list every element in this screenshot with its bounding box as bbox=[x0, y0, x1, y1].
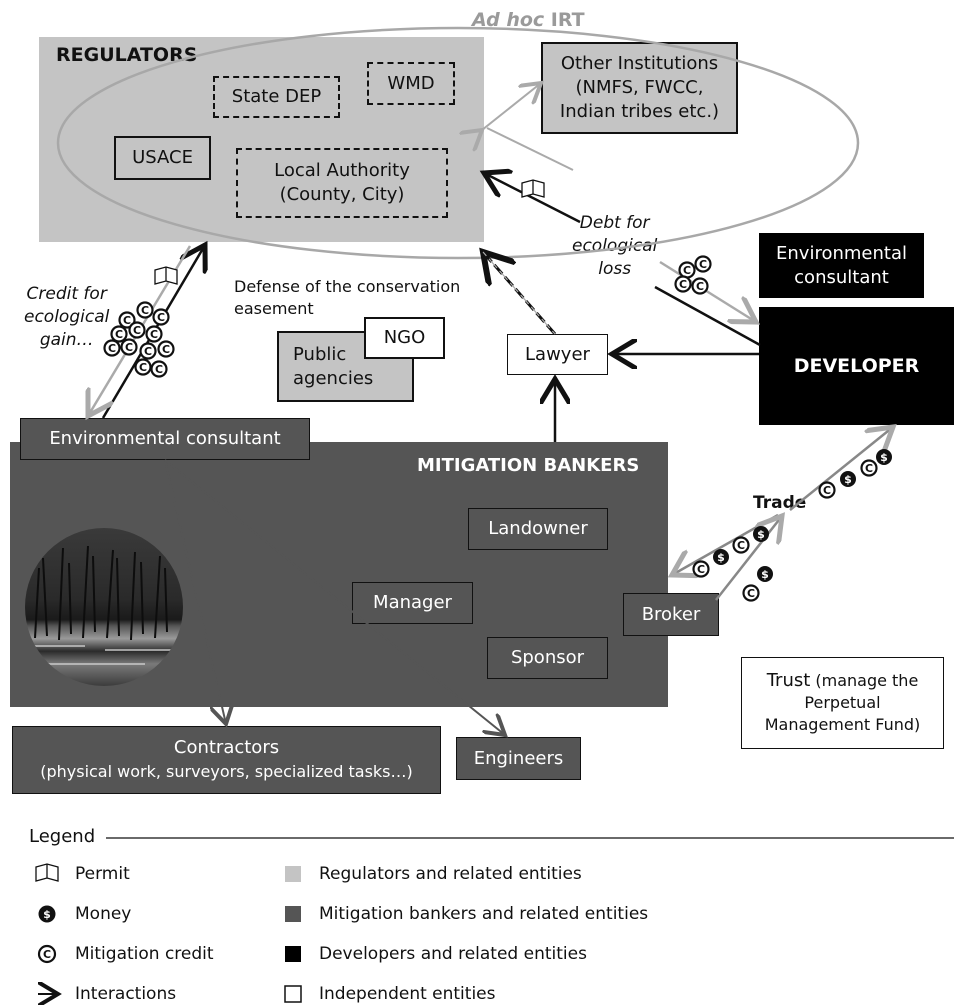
mitigation-bankers-title: MITIGATION BANKERS bbox=[417, 455, 640, 476]
svg-text:C: C bbox=[162, 343, 170, 356]
svg-text:C: C bbox=[115, 328, 123, 341]
regulators-area bbox=[39, 37, 484, 242]
other-institutions-box: Other Institutions(NMFS, FWCC,Indian tri… bbox=[541, 42, 738, 134]
svg-text:$: $ bbox=[880, 451, 888, 464]
svg-text:C: C bbox=[157, 311, 165, 324]
legend-swatch-bankers bbox=[285, 906, 301, 922]
legend-item-independent: Independent entities bbox=[319, 984, 496, 1004]
permit-icon bbox=[35, 179, 545, 882]
svg-text:C: C bbox=[679, 278, 687, 291]
svg-text:$: $ bbox=[761, 568, 769, 581]
legend-item-permit: Permit bbox=[75, 864, 130, 884]
svg-text:C: C bbox=[43, 948, 51, 961]
svg-text:C: C bbox=[108, 342, 116, 355]
consultant-to-contractors-arrow bbox=[164, 459, 226, 724]
svg-text:$: $ bbox=[43, 908, 51, 921]
broker-to-trade-arrow bbox=[715, 516, 782, 601]
mitigation-credit-icon: C C C C C C C C C C C C C C C C C C C C … bbox=[37, 255, 878, 964]
svg-text:C: C bbox=[696, 280, 704, 293]
svg-text:C: C bbox=[150, 328, 158, 341]
broker-box: Broker bbox=[623, 593, 719, 636]
svg-text:$: $ bbox=[717, 551, 725, 564]
svg-text:C: C bbox=[683, 264, 691, 277]
svg-text:C: C bbox=[697, 563, 705, 576]
landowner-box: Landowner bbox=[468, 508, 608, 550]
manager-box: Manager bbox=[352, 582, 473, 624]
lawyer-box: Lawyer bbox=[507, 334, 608, 375]
wmd-box: WMD bbox=[367, 62, 455, 105]
legend-item-mitigation-credit: Mitigation credit bbox=[75, 944, 214, 964]
legend-item-bankers: Mitigation bankers and related entities bbox=[319, 904, 649, 924]
developer-debt-line bbox=[654, 285, 761, 347]
svg-text:$: $ bbox=[844, 473, 852, 486]
developer-box: DEVELOPER bbox=[759, 307, 954, 425]
sponsor-box: Sponsor bbox=[487, 637, 608, 679]
regulators-other-institutions-link bbox=[482, 83, 541, 130]
svg-text:C: C bbox=[823, 484, 831, 497]
state-dep-box: State DEP bbox=[213, 76, 340, 118]
legend-swatch-developers bbox=[285, 946, 301, 962]
svg-text:C: C bbox=[737, 539, 745, 552]
svg-text:C: C bbox=[144, 345, 152, 358]
debt-credit-to-developer-arrow bbox=[659, 260, 756, 322]
developer-to-regulators-arrow bbox=[484, 173, 581, 224]
legend-title: Legend bbox=[29, 826, 100, 847]
wetland-reeds bbox=[30, 545, 175, 665]
irt-label: Ad hoc IRT bbox=[472, 9, 585, 31]
trade-to-broker-arrow bbox=[672, 513, 779, 575]
debt-to-regulators-line bbox=[486, 127, 574, 171]
svg-text:C: C bbox=[865, 462, 873, 475]
svg-text:C: C bbox=[155, 363, 163, 376]
local-authority-box: Local Authority(County, City) bbox=[236, 148, 448, 218]
legend-item-interactions: Interactions bbox=[75, 984, 177, 1004]
regulators-title: REGULATORS bbox=[56, 44, 198, 66]
ngo-box: NGO bbox=[364, 317, 445, 359]
trade-to-developer-arrow bbox=[789, 427, 893, 511]
legend-item-developers: Developers and related entities bbox=[319, 944, 587, 964]
svg-text:C: C bbox=[133, 324, 141, 337]
svg-text:C: C bbox=[699, 258, 707, 271]
env-consultant-bank-box: Environmental consultant bbox=[20, 418, 310, 460]
svg-text:$: $ bbox=[757, 528, 765, 541]
legend-swatch-independent bbox=[284, 985, 302, 1003]
legend-item-money: Money bbox=[75, 904, 132, 924]
svg-text:C: C bbox=[139, 361, 147, 374]
money-icon: $ $ $ $ $ $ bbox=[38, 449, 892, 923]
usace-box: USACE bbox=[114, 136, 211, 180]
svg-text:C: C bbox=[141, 304, 149, 317]
irt-ellipse bbox=[56, 26, 860, 260]
engineers-box: Engineers bbox=[456, 737, 581, 780]
svg-text:C: C bbox=[125, 341, 133, 354]
legend-swatch-regulators bbox=[285, 866, 301, 882]
svg-text:C: C bbox=[123, 314, 131, 327]
consultant-to-engineers-arrow bbox=[164, 459, 505, 735]
legend-item-regulators: Regulators and related entities bbox=[319, 864, 582, 884]
wetland-photo bbox=[25, 528, 183, 686]
svg-text:C: C bbox=[747, 587, 755, 600]
